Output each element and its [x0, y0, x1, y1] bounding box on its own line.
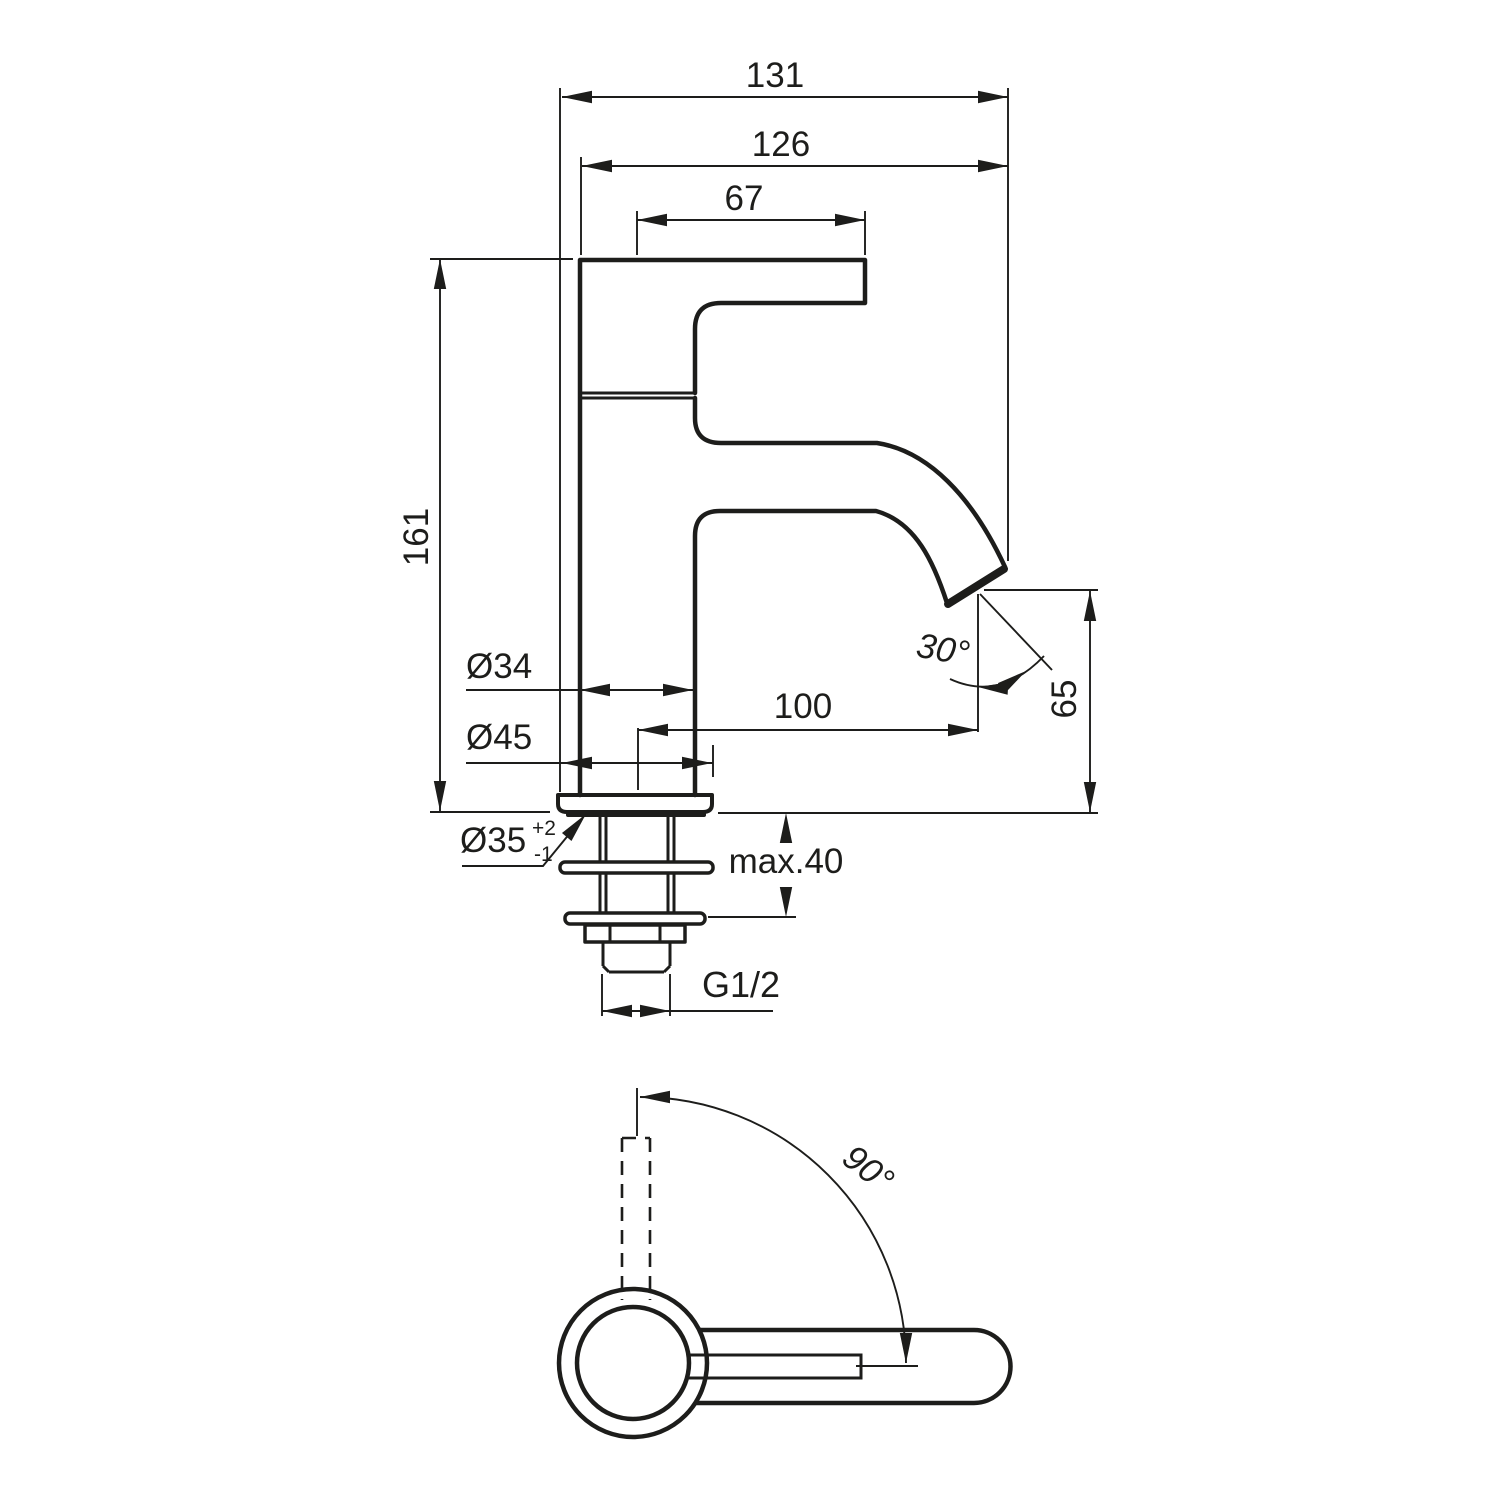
- top-view: 90°: [556, 1088, 1013, 1440]
- dim-mounting-hole-tol-lower-label: -1: [534, 843, 553, 866]
- dim-overall-height-label: 161: [397, 508, 436, 566]
- handle-hub-inner: [574, 1304, 692, 1422]
- dim-spout-reach-label: 100: [774, 687, 832, 726]
- faucet-base-gasket: [566, 810, 706, 817]
- dim-overall-width-label: 131: [746, 56, 804, 95]
- mounting-washer-upper: [558, 860, 715, 875]
- dim-thread-size-label: G1/2: [702, 964, 780, 1005]
- shank-thread-lines: [598, 817, 676, 974]
- dim-handle-length-label: 67: [725, 179, 764, 218]
- dim-max-deck-thickness-label: max.40: [729, 842, 844, 881]
- side-view: 131 126 67 161 Ø34 Ø45 100 30° 65 Ø35 +2…: [397, 56, 1098, 1018]
- dim-mounting-hole-label: Ø35: [460, 821, 526, 860]
- dim-base-diameter-label: Ø45: [466, 718, 532, 757]
- dim-width-to-spout-label: 126: [752, 125, 810, 164]
- mounting-washer-lower: [563, 911, 707, 926]
- dim-handle-rotation-label: 90°: [835, 1137, 901, 1200]
- faucet-base-plate: [556, 793, 714, 814]
- handle-swing-construction: [636, 1088, 918, 1367]
- dim-mounting-hole-tol-upper-label: +2: [532, 817, 556, 840]
- dim-outlet-height-label: 65: [1045, 680, 1084, 719]
- mounting-nut: [583, 923, 687, 944]
- dim-spout-angle-label: 30°: [914, 626, 973, 674]
- dim-body-diameter-label: Ø34: [466, 647, 532, 686]
- handle-lever-top-view: [687, 1327, 1013, 1406]
- spout-outlet-face: [944, 565, 1008, 608]
- faucet-body-outline: [577, 257, 1008, 798]
- handle-body-joint-line: [578, 391, 697, 400]
- handle-rotated-position-dashed: [620, 1136, 652, 1300]
